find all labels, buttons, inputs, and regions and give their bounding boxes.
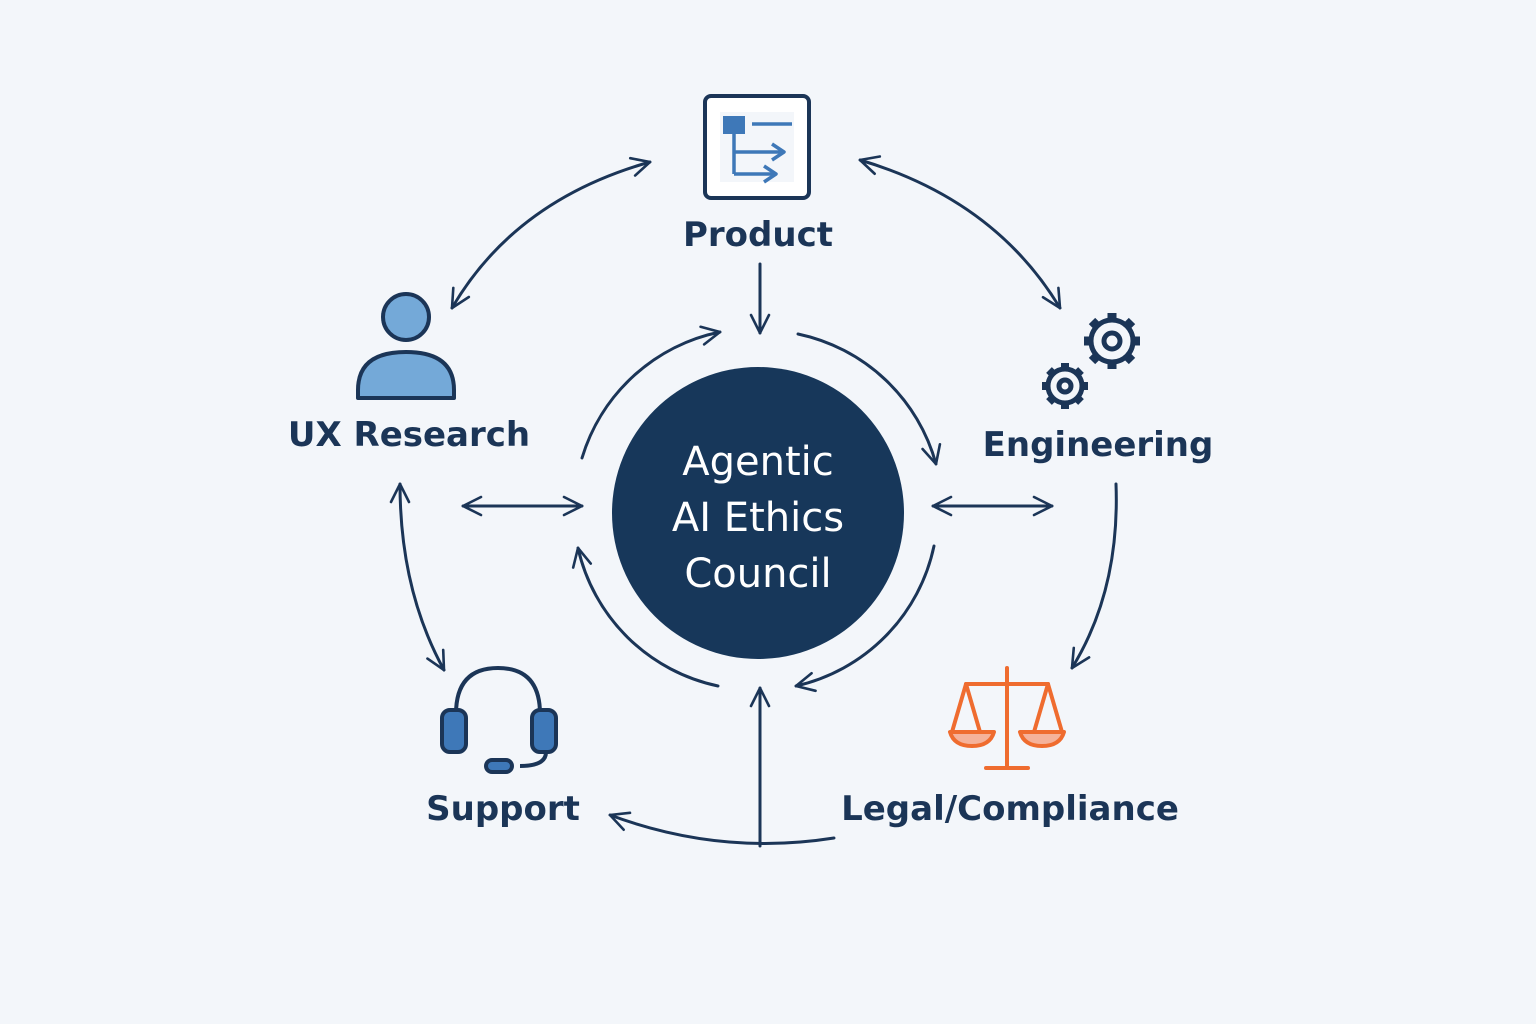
gears-icon: [1042, 313, 1140, 409]
council-title-line-3: Council: [684, 551, 832, 597]
council-circle: [612, 367, 904, 659]
ring-arc-top-left: [580, 325, 722, 460]
ring-arc-bottom-left: [571, 546, 720, 688]
ring-arc-top-right: [796, 332, 942, 466]
council-title-line-2: AI Ethics: [671, 495, 845, 541]
scales-icon: [948, 666, 1066, 770]
flowchart-icon: [703, 94, 811, 200]
connectors: [461, 262, 1054, 848]
ring-arc-bottom-right: [794, 544, 936, 693]
headset-icon: [440, 665, 558, 774]
outer-cycle-arrows: [389, 155, 1118, 672]
node-label-ux-research: UX Research: [287, 415, 531, 455]
node-label-support: Support: [426, 789, 580, 829]
council-title: Agentic AI Ethics Council: [628, 434, 888, 602]
product-ux-arrow: [450, 156, 652, 310]
node-label-legal-compliance: Legal/Compliance: [841, 789, 1179, 829]
node-label-product: Product: [683, 215, 833, 255]
user-icon: [356, 292, 456, 400]
engineering-legal-arrow: [1070, 482, 1118, 670]
legal-to-support-arrow: [608, 811, 836, 845]
ux-support-arrow: [389, 482, 446, 672]
council-title-line-1: Agentic: [682, 439, 834, 485]
inner-ring-arrows: [571, 325, 942, 693]
node-label-engineering: Engineering: [982, 425, 1214, 465]
product-engineering-arrow: [858, 155, 1062, 310]
